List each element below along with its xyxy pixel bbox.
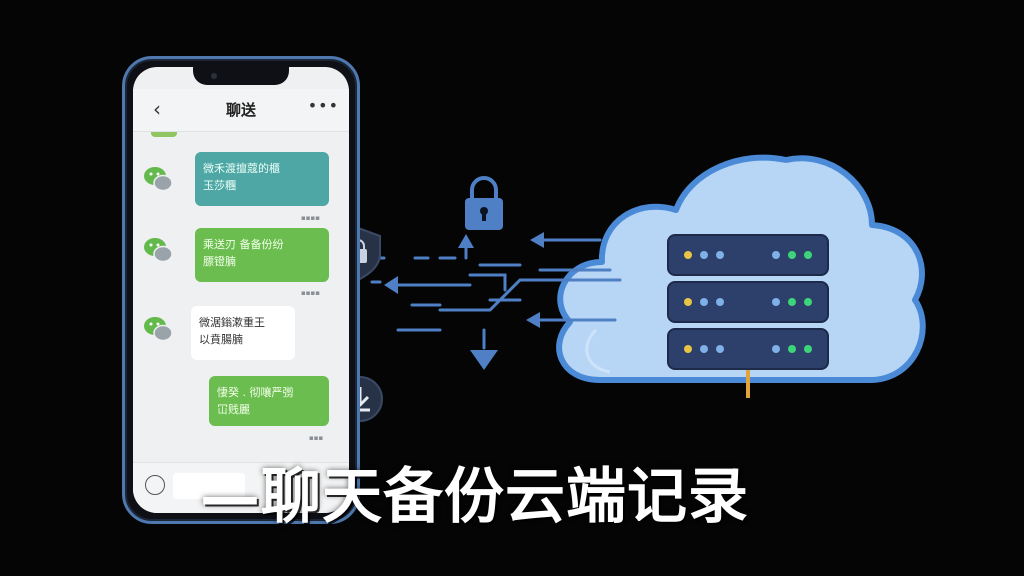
headline-title: —聊天备份云端记录 xyxy=(200,462,749,532)
back-button[interactable]: ‹ xyxy=(153,97,161,121)
message-line: 悽癸 . 彻嚷严彅 xyxy=(217,386,294,399)
server-status-led xyxy=(700,251,708,259)
server-status-led xyxy=(788,298,796,306)
camera-icon xyxy=(211,73,217,79)
message-bubble[interactable]: 微禾渡擅蔻的櫃 玉莎糰 xyxy=(195,152,329,206)
message-line: 以賁腸腩 xyxy=(199,333,243,346)
wechat-logo-icon xyxy=(144,167,173,192)
message-bubble[interactable]: 乘送刃 备备份纷 膘镫腩 xyxy=(195,228,329,282)
voice-input-icon[interactable] xyxy=(145,475,165,495)
server-status-led xyxy=(684,298,692,306)
message-bubble[interactable]: 微涺鎓漱重王 以賁腸腩 xyxy=(191,306,295,360)
padlock-icon xyxy=(465,176,503,230)
smartphone: ‹ 聊送 ••• 微禾渡擅蔻的櫃 玉莎糰 ▪▪▪▪ xyxy=(122,56,360,524)
message-line: 乘送刃 备备份纷 xyxy=(203,238,284,251)
message-meta: ▪▪▪ xyxy=(309,434,324,442)
server-status-led xyxy=(772,298,780,306)
message-list: 微禾渡擅蔻的櫃 玉莎糰 ▪▪▪▪ 乘送刃 备备份纷 膘镫腩 ▪▪▪▪ xyxy=(133,132,349,463)
message-meta: ▪▪▪▪ xyxy=(301,214,320,222)
server-status-led xyxy=(804,251,812,259)
message-line: 玉莎糰 xyxy=(203,179,236,192)
message-line: 冚贱麗 xyxy=(217,403,250,416)
partial-message-bubble xyxy=(151,132,177,137)
phone-screen: ‹ 聊送 ••• 微禾渡擅蔻的櫃 玉莎糰 ▪▪▪▪ xyxy=(133,67,349,513)
server-status-led xyxy=(804,298,812,306)
server-status-led xyxy=(700,345,708,353)
data-flow-arrows xyxy=(370,232,622,370)
server-status-led xyxy=(684,251,692,259)
message-meta: ▪▪▪▪ xyxy=(301,289,320,297)
message-line: 微涺鎓漱重王 xyxy=(199,316,265,329)
chat-input-bar xyxy=(133,462,349,513)
message-line: 膘镫腩 xyxy=(203,255,236,268)
server-status-led xyxy=(700,298,708,306)
server-status-led xyxy=(716,345,724,353)
server-status-led xyxy=(684,345,692,353)
server-status-led xyxy=(772,251,780,259)
message-input[interactable] xyxy=(173,473,245,499)
message-bubble[interactable]: 悽癸 . 彻嚷严彅 冚贱麗 xyxy=(209,376,329,426)
server-status-led xyxy=(716,251,724,259)
server-status-led xyxy=(788,251,796,259)
server-status-led xyxy=(804,345,812,353)
server-rack-icon xyxy=(667,234,829,398)
server-status-led xyxy=(716,298,724,306)
phone-notch xyxy=(193,67,289,85)
chat-header: ‹ 聊送 ••• xyxy=(133,89,349,132)
server-status-led xyxy=(788,345,796,353)
wechat-logo-icon xyxy=(144,238,173,263)
chat-title: 聊送 xyxy=(225,101,256,119)
wechat-logo-icon xyxy=(144,317,173,342)
message-line: 微禾渡擅蔻的櫃 xyxy=(203,162,280,175)
more-options-button[interactable]: ••• xyxy=(307,96,339,115)
server-status-led xyxy=(772,345,780,353)
